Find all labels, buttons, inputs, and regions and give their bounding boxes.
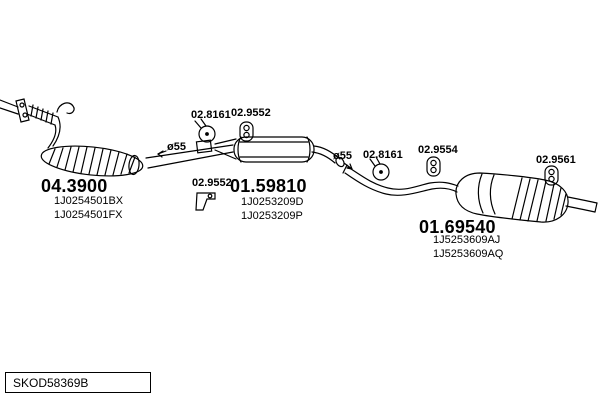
middle-muffler-drawing <box>214 136 345 168</box>
oe-code: 1J0253209D <box>241 196 304 208</box>
front-hook-bracket-icon <box>56 102 75 115</box>
oe-code: 1J5253609AJ <box>433 234 501 246</box>
front-downpipe-drawing <box>0 98 75 149</box>
drawing-code: SKOD58369B <box>13 375 89 390</box>
rear-pipe-drawing <box>342 164 459 196</box>
clamp-icon <box>369 156 390 181</box>
oe-code: 1J0254501FX <box>54 209 123 221</box>
front-intermediate-pipe-drawing <box>145 139 234 169</box>
rear-muffler-drawing <box>455 172 569 223</box>
oe-code: 1J5253609AQ <box>433 248 504 260</box>
part-number-middle: 01.59810 <box>230 176 307 196</box>
fitting-label-front-hanger: 02.9552 <box>231 107 271 119</box>
fitting-label-rear-clamp: 02.8161 <box>363 149 403 161</box>
fitting-label-rear-hanger: 02.9561 <box>536 154 576 166</box>
pipe-diameter-front-label: ø55 <box>167 141 186 153</box>
oe-code: 1J0254501BX <box>54 195 124 207</box>
part-number-rear: 01.69540 <box>419 217 496 237</box>
fitting-label-middle-hanger: 02.9554 <box>418 144 458 156</box>
fitting-label-front-bracket: 02.9552 <box>192 177 232 189</box>
catalytic-converter-drawing <box>40 145 144 177</box>
oe-code: 1J0253209P <box>241 210 303 222</box>
drawing-code-box: SKOD58369B <box>5 372 151 393</box>
clamp-icon <box>194 118 216 143</box>
bracket-icon <box>195 192 216 211</box>
hanger-icon <box>426 156 441 177</box>
fitting-label-front-clamp: 02.8161 <box>191 109 231 121</box>
pipe-diameter-rear-label: ø55 <box>333 150 352 162</box>
part-number-front: 04.3900 <box>41 176 108 196</box>
tailpipe-drawing <box>565 196 598 213</box>
